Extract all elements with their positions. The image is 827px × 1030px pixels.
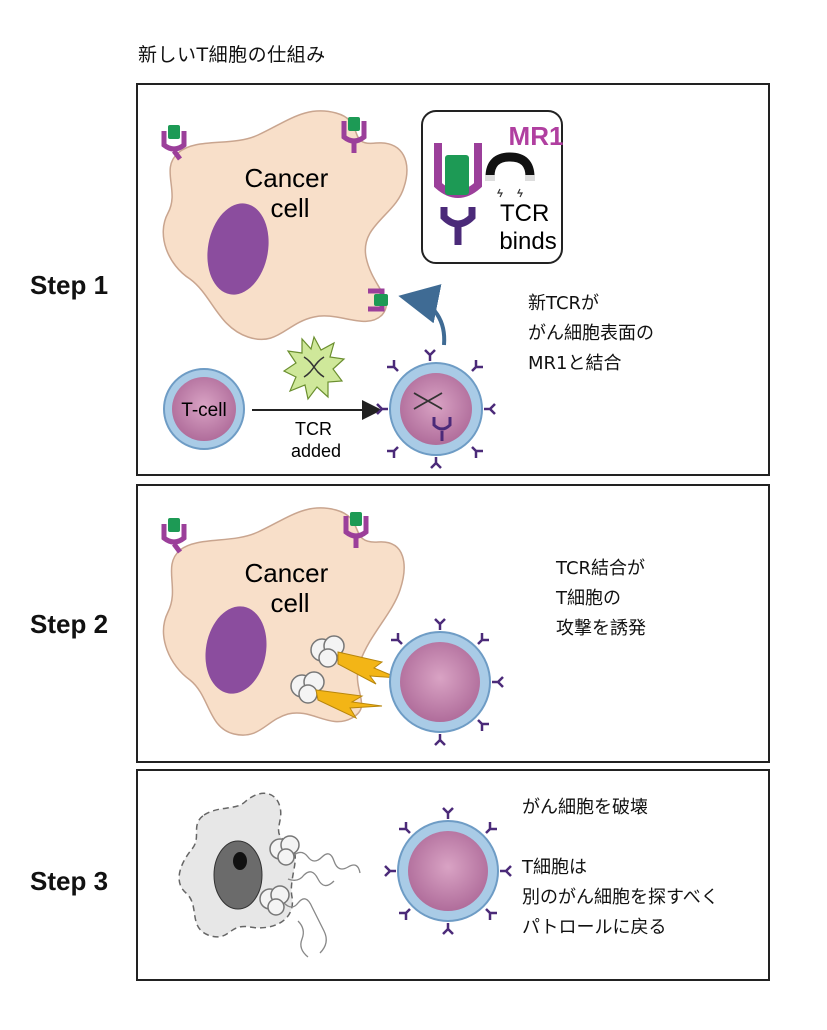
caption-line: MR1と結合: [528, 353, 622, 374]
tcell-before-inner: [172, 377, 236, 441]
caption-line: [522, 823, 719, 853]
dna-icon: [413, 392, 443, 410]
cell-debris: [283, 851, 361, 958]
cancer-nucleus: [207, 203, 269, 295]
mr1-receptor-icon: [161, 518, 187, 554]
destroyed-nucleolus: [233, 852, 247, 870]
step-2-illustration: Cancer cell: [161, 507, 504, 746]
tcell-surface-tcrs: [376, 349, 496, 469]
caption-line: がん細胞表面の: [528, 323, 654, 344]
mr1-receptor-icon: [341, 117, 367, 153]
step-1-panel: Cancer cell MR1: [136, 83, 770, 476]
diagram-title: 新しいT細胞の仕組み: [138, 44, 326, 66]
step-2-caption: TCR結合が T細胞の 攻撃を誘発: [556, 554, 646, 644]
caption-line: TCR結合が: [556, 558, 646, 579]
tcell-label: T-cell: [181, 400, 226, 421]
step-2-label: Step 2: [30, 609, 109, 639]
cancer-cell-label: Cancer cell: [244, 163, 335, 223]
mr1-receptor-icon: [161, 125, 187, 161]
lightning-bolt-icon: [315, 689, 383, 720]
mr1-receptor-icon: [368, 288, 388, 312]
tcell-surface-tcrs: [391, 618, 504, 746]
step-3-caption: がん細胞を破壊 T細胞は 別のがん細胞を探すべく パトロールに戻る: [522, 793, 719, 943]
cell-damage-puff: [259, 885, 290, 916]
caption-line: 新TCRが: [528, 293, 600, 314]
mr1-receptor-icon: [343, 512, 369, 548]
step-3-illustration: [178, 792, 512, 958]
legend-mr1-icon: [434, 143, 482, 245]
caption-line: 別のがん細胞を探すべく: [522, 887, 719, 908]
tcr-receptor-icon: [432, 417, 452, 441]
cell-damage-puff: [290, 671, 325, 704]
cancer-cell-shape: [162, 507, 405, 736]
tcell-surface-tcrs: [384, 807, 512, 935]
caption-line: T細胞の: [556, 588, 621, 609]
lightning-bolt-icon: [337, 651, 399, 685]
legend-binds-label: TCR binds: [499, 200, 556, 255]
caption-line: T細胞は: [522, 857, 587, 878]
tcr-added-label: TCR added: [291, 419, 341, 461]
cell-damage-puff: [310, 635, 345, 668]
caption-line: パトロールに戻る: [522, 917, 667, 938]
binding-arrow: [398, 284, 447, 346]
cancer-cell-label: Cancer cell: [244, 558, 335, 618]
legend-mr1-label: MR1: [509, 121, 564, 151]
step-1-illustration: Cancer cell MR1: [161, 110, 564, 469]
cancer-nucleus: [205, 606, 267, 694]
step-2-panel: Cancer cell: [136, 484, 770, 763]
tcell-inner: [408, 831, 488, 911]
step-1-caption: 新TCRが がん細胞表面の MR1と結合: [528, 289, 654, 379]
tcell-engineered-inner: [400, 373, 472, 445]
caption-line: 攻撃を誘発: [556, 618, 646, 639]
dna-burst-icon: [282, 335, 346, 401]
cancer-cell-shape: [162, 110, 408, 341]
tcell-inner: [400, 642, 480, 722]
cell-damage-puff: [269, 835, 300, 866]
caption-line: がん細胞を破壊: [522, 797, 648, 818]
step-1-label: Step 1: [30, 270, 109, 300]
step-3-label: Step 3: [30, 866, 109, 896]
magnet-icon: [485, 152, 535, 198]
step-3-panel: がん細胞を破壊 T細胞は 別のがん細胞を探すべく パトロールに戻る: [136, 769, 770, 981]
destroyed-nucleus: [213, 840, 263, 910]
